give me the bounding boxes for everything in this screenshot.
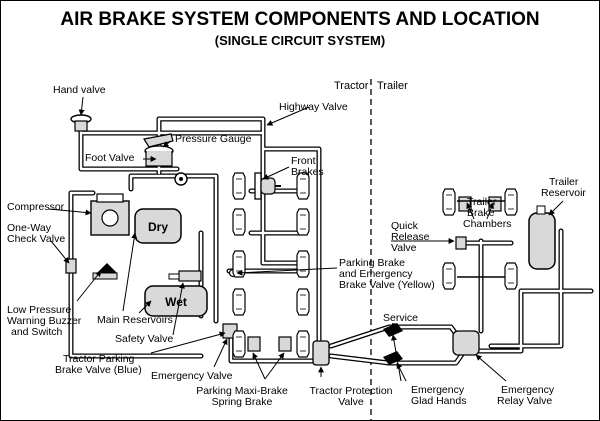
tractor-protection-valve: [312, 340, 330, 366]
trailer-chambers-label-line3: Chambers: [463, 218, 512, 230]
tractor-protection-label-line1: Tractor Protection: [309, 385, 393, 397]
trailer-reservoir-label-line1: Trailer: [549, 176, 579, 188]
hand-valve-label: Hand valve: [53, 84, 106, 96]
quick-release-valve: [455, 236, 467, 250]
pressure-gauge: [174, 172, 188, 186]
compressor-label: Compressor: [7, 201, 65, 213]
emergency-relay-label-line1: Emergency: [501, 384, 555, 396]
drive-axle-brakes: [232, 250, 310, 358]
foot-valve-label: Foot Valve: [85, 152, 135, 164]
quick-release-label-line1: Quick: [391, 220, 418, 232]
tractor-parking-label-line2: Brake Valve (Blue): [55, 364, 142, 376]
main-reservoirs-label: Main Reservoirs: [97, 314, 173, 326]
service-label: Service: [383, 312, 419, 324]
hand-valve: [70, 114, 92, 132]
one-way-label-line2: Check Valve: [7, 233, 66, 245]
safety-valve: [168, 270, 202, 282]
front-brakes: [232, 172, 310, 236]
trailer-reservoir: [528, 205, 556, 270]
emergency-glad-label-line1: Emergency: [411, 384, 465, 396]
dry-tank-label: Dry: [148, 220, 168, 234]
emergency-glad-hand: [383, 351, 403, 365]
highway-valve-label: Highway Valve: [279, 101, 348, 113]
quick-release-label-line2: Release: [391, 231, 430, 243]
leader-lines: [48, 96, 564, 382]
emergency-valve-label: Emergency Valve: [151, 370, 233, 382]
tractor-section-label: Tractor: [334, 80, 369, 92]
front-brakes-label-line1: Front: [291, 155, 316, 167]
trailer-reservoir-label-line2: Reservoir: [541, 187, 586, 199]
wet-tank-label: Wet: [165, 295, 187, 309]
parking-brake-label-line3: Brake Valve (Yellow): [339, 279, 435, 291]
quick-release-label-line3: Valve: [391, 242, 417, 254]
diagram-title: AIR BRAKE SYSTEM COMPONENTS AND LOCATION: [60, 9, 540, 30]
parking-brake-label-line1: Parking Brake: [339, 257, 405, 269]
emergency-relay-label-line2: Relay Valve: [497, 395, 553, 407]
low-pressure-label-line3: and Switch: [11, 326, 63, 338]
emergency-glad-label-line2: Glad Hands: [411, 395, 467, 407]
foot-valve: [143, 133, 174, 167]
wet-tank: Wet: [144, 285, 208, 317]
tractor-parking-label-line1: Tractor Parking: [63, 353, 135, 365]
compressor: [90, 193, 130, 236]
parking-maxi-label-line1: Parking Maxi-Brake: [196, 385, 288, 397]
parking-brake-label-line2: and Emergency: [339, 268, 413, 280]
dry-tank: Dry: [134, 208, 182, 244]
low-pressure-label-line2: Warning Buzzer: [7, 315, 82, 327]
trailer-chambers-label-line2: Brake: [467, 207, 495, 219]
one-way-label-line1: One-Way: [7, 222, 51, 234]
low-pressure-label-line1: Low Pressure: [7, 304, 72, 316]
low-pressure-switch: [92, 263, 118, 280]
pressure-gauge-label: Pressure Gauge: [175, 133, 252, 145]
tractor-protection-label-line2: Valve: [338, 396, 364, 408]
service-glad-hand: [383, 323, 403, 337]
trailer-section-label: Trailer: [377, 80, 408, 92]
diagram-subtitle: (SINGLE CIRCUIT SYSTEM): [214, 33, 386, 48]
front-brakes-label-line2: Brakes: [291, 166, 324, 178]
safety-valve-label: Safety Valve: [115, 333, 174, 345]
trailer-chambers-label-line1: Trailer: [467, 196, 497, 208]
emergency-relay-valve: [452, 330, 480, 356]
one-way-check-valve: [65, 258, 77, 274]
parking-maxi-label-line2: Spring Brake: [211, 396, 273, 408]
